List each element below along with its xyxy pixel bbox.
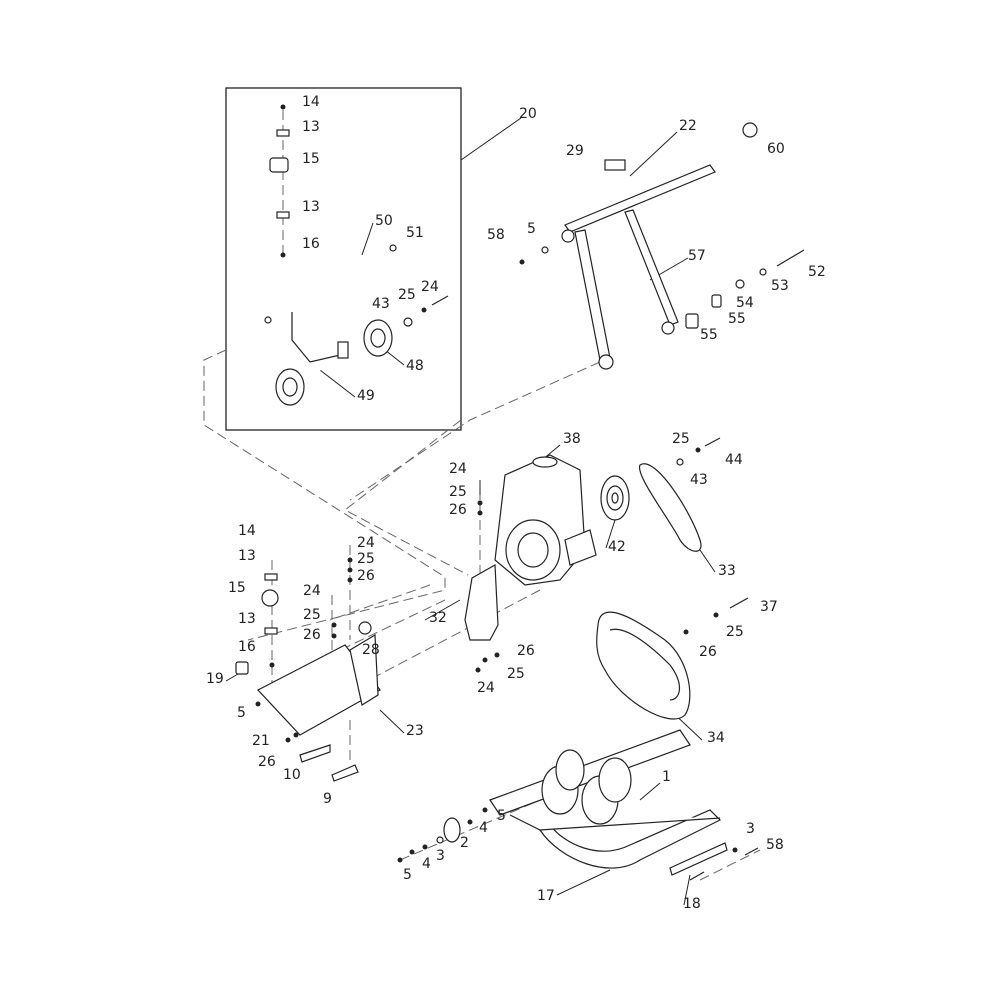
belt-guard [596, 597, 749, 720]
part-callout-15: 15 [302, 151, 320, 167]
part-callout-38: 38 [563, 431, 581, 447]
part-callout-22: 22 [679, 118, 697, 134]
part-callout-43: 43 [690, 472, 708, 488]
part-callout-53: 53 [771, 278, 789, 294]
part-callout-5: 5 [403, 867, 412, 883]
part-callout-54: 54 [736, 295, 754, 311]
part-callout-1: 1 [662, 769, 671, 785]
part-callout-48: 48 [406, 358, 424, 374]
part-callout-4: 4 [479, 820, 488, 836]
part-callout-55: 55 [700, 327, 718, 343]
part-callout-51: 51 [406, 225, 424, 241]
part-callout-34: 34 [707, 730, 725, 746]
part-callout-58: 58 [766, 837, 784, 853]
part-callout-24: 24 [303, 583, 321, 599]
part-callout-14: 14 [302, 94, 320, 110]
engine [477, 454, 597, 586]
part-callout-4: 4 [422, 856, 431, 872]
part-callout-26: 26 [517, 643, 535, 659]
part-callout-29: 29 [566, 143, 584, 159]
part-callout-5: 5 [237, 705, 246, 721]
clutch-pulley [600, 475, 630, 521]
part-callout-13: 13 [302, 199, 320, 215]
part-callout-25: 25 [357, 551, 375, 567]
part-callout-26: 26 [699, 644, 717, 660]
part-callout-3: 3 [436, 848, 445, 864]
wheel-kit-parts [264, 104, 449, 406]
base-plate-exciter [397, 729, 759, 881]
part-callout-13: 13 [238, 548, 256, 564]
part-callout-16: 16 [238, 639, 256, 655]
v-belt [639, 437, 721, 552]
part-callout-24: 24 [477, 680, 495, 696]
engine-bracket [464, 563, 500, 673]
part-callout-2: 2 [460, 835, 469, 851]
part-callout-33: 33 [718, 563, 736, 579]
part-callout-57: 57 [688, 248, 706, 264]
part-callout-17: 17 [537, 888, 555, 904]
part-callout-25: 25 [449, 484, 467, 500]
part-callout-32: 32 [429, 610, 447, 626]
part-callout-10: 10 [283, 767, 301, 783]
part-callout-37: 37 [760, 599, 778, 615]
part-callout-16: 16 [302, 236, 320, 252]
part-callout-24: 24 [421, 279, 439, 295]
part-callout-25: 25 [303, 607, 321, 623]
part-callout-20: 20 [519, 106, 537, 122]
part-callout-13: 13 [302, 119, 320, 135]
part-callout-3: 3 [746, 821, 755, 837]
part-callout-23: 23 [406, 723, 424, 739]
part-callout-50: 50 [375, 213, 393, 229]
part-callout-49: 49 [357, 388, 375, 404]
part-callout-5: 5 [497, 808, 506, 824]
part-callout-44: 44 [725, 452, 743, 468]
part-callout-26: 26 [357, 568, 375, 584]
part-callout-24: 24 [449, 461, 467, 477]
part-callout-9: 9 [323, 791, 332, 807]
part-callout-28: 28 [362, 642, 380, 658]
part-callout-60: 60 [767, 141, 785, 157]
part-callout-25: 25 [507, 666, 525, 682]
part-callout-26: 26 [258, 754, 276, 770]
part-callout-19: 19 [206, 671, 224, 687]
part-callout-25: 25 [398, 287, 416, 303]
part-callout-25: 25 [672, 431, 690, 447]
inset-wheel-kit-box [225, 87, 462, 431]
handle-assembly [519, 122, 805, 370]
part-callout-14: 14 [238, 523, 256, 539]
part-callout-15: 15 [228, 580, 246, 596]
part-callout-58: 58 [487, 227, 505, 243]
part-callout-21: 21 [252, 733, 270, 749]
part-callout-26: 26 [303, 627, 321, 643]
part-callout-5: 5 [527, 221, 536, 237]
part-callout-24: 24 [357, 535, 375, 551]
part-callout-42: 42 [608, 539, 626, 555]
part-callout-52: 52 [808, 264, 826, 280]
part-callout-25: 25 [726, 624, 744, 640]
engine-mount-plate [235, 557, 381, 782]
part-callout-55: 55 [728, 311, 746, 327]
part-callout-26: 26 [449, 502, 467, 518]
part-callout-43: 43 [372, 296, 390, 312]
part-callout-18: 18 [683, 896, 701, 912]
part-callout-13: 13 [238, 611, 256, 627]
